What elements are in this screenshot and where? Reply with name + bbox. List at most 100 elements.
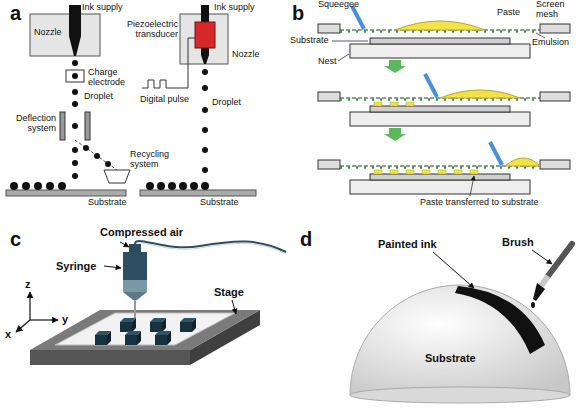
- printed-dots: [190, 182, 198, 190]
- syringe-barrel: [123, 252, 147, 280]
- step-arrow: [384, 60, 406, 73]
- panel-letter: b: [292, 2, 304, 24]
- part-label: Substrate: [425, 352, 476, 364]
- part-label: Deflection system: [10, 114, 56, 134]
- paste: [440, 90, 520, 98]
- nozzle-housing: [30, 14, 100, 56]
- printed-cubes: [95, 318, 196, 345]
- droplets: [202, 69, 208, 75]
- leader-line: [338, 54, 349, 61]
- part-label: Droplet: [212, 98, 241, 108]
- axes: [16, 320, 30, 332]
- leader-arrow: [104, 266, 121, 268]
- axes: [29, 292, 30, 320]
- part-label: Substrate: [88, 198, 127, 208]
- plunger: [129, 244, 141, 252]
- brush-bristles: [533, 283, 545, 301]
- printed-dots: [10, 182, 18, 190]
- substrate: [140, 190, 256, 196]
- droplets: [202, 167, 208, 173]
- part-label: Painted ink: [378, 238, 437, 250]
- painted-ink: [455, 286, 545, 354]
- printed-cubes: [95, 331, 111, 345]
- droplet: [83, 145, 89, 151]
- syringe-barrel: [123, 280, 147, 292]
- nozzle: [69, 5, 81, 56]
- part-label: Screen mesh: [536, 0, 576, 20]
- stage-front: [30, 350, 190, 365]
- step-arrow: [384, 128, 406, 141]
- recycling-bin: [104, 170, 130, 183]
- part-label: Charge electrode: [88, 68, 136, 88]
- substrate: [6, 190, 126, 196]
- printed-dots: [146, 182, 209, 190]
- part-label: Ink supply: [214, 3, 255, 13]
- droplet: [72, 101, 78, 107]
- leader-arrow: [232, 300, 236, 314]
- piezo-transducer: [195, 22, 215, 48]
- substrate-sheet: [55, 313, 235, 345]
- printed-dots: [22, 182, 30, 190]
- stage-3: [422, 170, 430, 174]
- droplet: [72, 160, 78, 166]
- squeegee: [490, 142, 502, 165]
- direct-ink-writing: [16, 241, 286, 365]
- stage-3: [374, 170, 478, 174]
- printed-cubes: [125, 331, 141, 345]
- pulse-wire: [142, 38, 195, 88]
- leader-arrow: [532, 250, 552, 264]
- part-label: Piezoelectric transducer: [120, 20, 178, 40]
- droplets: [202, 69, 208, 173]
- stage-3: [374, 170, 382, 174]
- droplet: [72, 89, 78, 95]
- deflected-path: [75, 140, 117, 170]
- droplet: [72, 60, 78, 66]
- droplets: [202, 127, 208, 133]
- printed-cubes: [120, 318, 136, 332]
- stage-2: [406, 102, 414, 106]
- deflection-plate: [60, 112, 65, 140]
- squeegee: [352, 6, 364, 29]
- printed-cubes: [155, 331, 171, 345]
- continuous-inkjet: [6, 5, 130, 196]
- stage-3: [454, 170, 462, 174]
- part-label: Stage: [214, 286, 244, 298]
- squeegee: [425, 74, 437, 97]
- axis-label: y: [62, 313, 68, 325]
- printed-cubes: [180, 318, 196, 332]
- brush-painting: [350, 244, 572, 403]
- part-label: Paste transferred to substrate: [420, 198, 539, 208]
- droplet: [94, 153, 100, 159]
- droplets: [202, 147, 208, 153]
- air-tube: [135, 243, 286, 254]
- needle: [134, 300, 136, 318]
- part-label: Nest: [318, 57, 337, 67]
- stage-2: [318, 74, 570, 126]
- part-label: Substrate: [200, 198, 239, 208]
- part-label: Digital pulse: [140, 95, 189, 105]
- printed-dots: [157, 182, 165, 190]
- stage-3: [390, 170, 398, 174]
- stage-3: [406, 170, 414, 174]
- deflection-plate: [85, 112, 90, 140]
- part-label: Ink supply: [82, 3, 123, 13]
- stage-2: [390, 102, 398, 106]
- leader-arrow: [120, 242, 129, 247]
- brush-ferrule: [541, 276, 548, 286]
- stage-2: [374, 102, 382, 106]
- screen-printing: [318, 6, 570, 196]
- stage-3: [318, 142, 570, 194]
- axes: [30, 319, 58, 320]
- syringe-tip: [123, 292, 147, 300]
- part-label: Recycling system: [130, 150, 176, 170]
- printed-cubes: [150, 318, 166, 332]
- droplet: [72, 173, 78, 179]
- part-label: Substrate: [290, 36, 329, 46]
- droplets: [202, 85, 208, 91]
- droplet: [72, 147, 78, 153]
- droplets: [202, 107, 208, 113]
- stage-top: [30, 310, 260, 350]
- paste: [505, 158, 540, 166]
